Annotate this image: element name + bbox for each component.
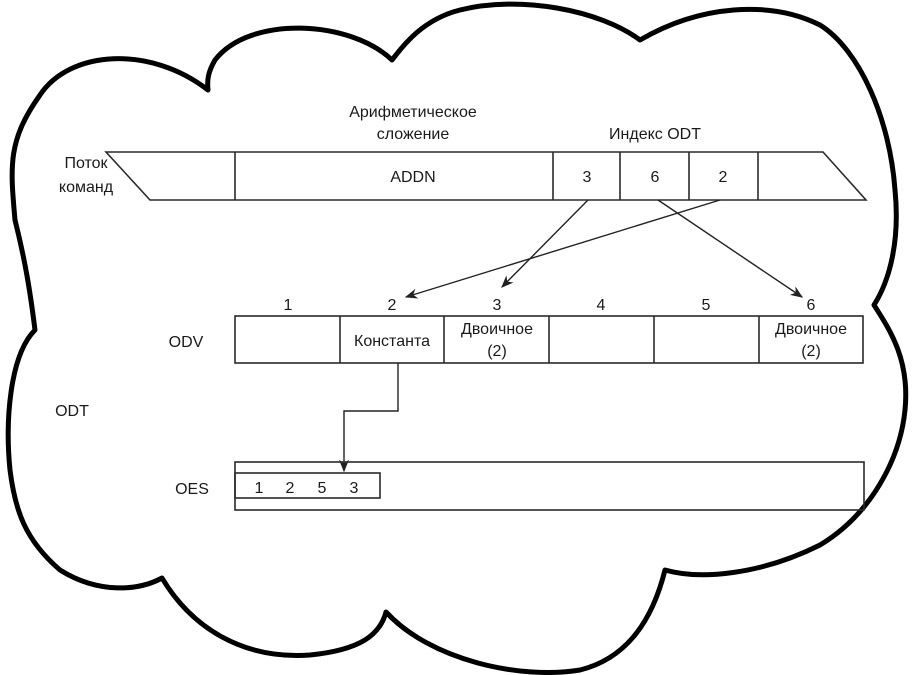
instruction-stream-label-line1: Поток xyxy=(64,155,108,172)
odv-cell-6-line2: (2) xyxy=(801,343,821,360)
index-caption: Индекс ODT xyxy=(609,126,701,143)
opcode-caption-line2: сложение xyxy=(377,126,450,143)
oes-label: OES xyxy=(175,481,209,498)
odv-column-number: 6 xyxy=(807,297,816,314)
odt-label: ODT xyxy=(55,403,89,420)
index-cell-1: 3 xyxy=(583,169,592,186)
odv-cell-6-line1: Двоичное xyxy=(775,321,847,338)
opcode-cell: ADDN xyxy=(390,169,435,186)
instruction-stream: ADDN 3 6 2 xyxy=(104,151,868,201)
odv-label: ODV xyxy=(169,334,204,351)
instruction-stream-outline xyxy=(104,151,868,201)
index-cell-3: 2 xyxy=(719,169,728,186)
arrow-index3-to-odv3 xyxy=(501,199,589,288)
oes-value: 1 xyxy=(255,480,264,497)
odv-column-number: 1 xyxy=(284,297,293,314)
arrow-odv2-to-oes xyxy=(338,363,399,473)
oes-value: 2 xyxy=(286,480,295,497)
index-cell-2: 6 xyxy=(651,169,660,186)
oes-value: 3 xyxy=(350,480,359,497)
oes-value: 5 xyxy=(318,480,327,497)
odv-column-number: 3 xyxy=(493,297,502,314)
odv-cell-3-line2: (2) xyxy=(487,343,507,360)
odv-column-number: 5 xyxy=(702,297,711,314)
instruction-stream-label-line2: команд xyxy=(59,179,114,196)
odv-column-number: 4 xyxy=(597,297,606,314)
odv-column-number: 2 xyxy=(388,297,397,314)
odv-table: 1 2 3 4 5 6 Константа Двоичное (2) Двоич… xyxy=(234,297,864,364)
arrow-index6-to-odv6 xyxy=(657,199,804,298)
arrow-index2-to-odv2 xyxy=(404,199,721,299)
oes-table: 1 2 5 3 xyxy=(234,461,865,511)
odv-cell-2-text: Константа xyxy=(354,333,430,350)
cloud-outline xyxy=(5,1,909,675)
odv-cell-3-line1: Двоичное xyxy=(461,321,533,338)
oes-entry xyxy=(234,472,381,499)
opcode-caption-line1: Арифметическое xyxy=(349,104,477,121)
